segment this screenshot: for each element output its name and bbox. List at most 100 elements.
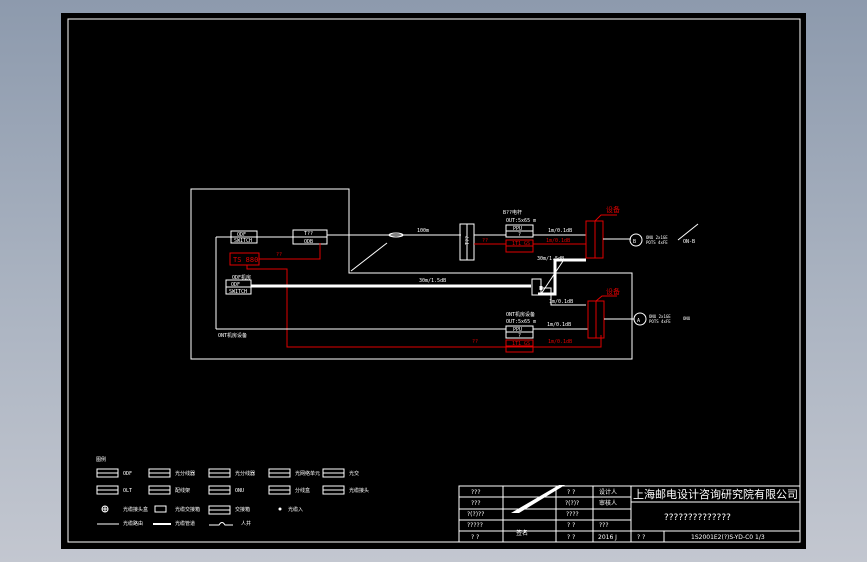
label-text: 人井 (241, 520, 251, 527)
legend-item: 交接箱 (208, 505, 250, 515)
label-text: 设备 (606, 205, 620, 214)
label-text: PPU (513, 226, 522, 232)
legend-item: 光交 (322, 468, 359, 478)
joint-box[interactable] (531, 278, 542, 296)
label-text: ? (518, 232, 521, 238)
label-text: T?? (465, 236, 471, 245)
label-text: 设备 (606, 287, 620, 296)
label-text: ONU 2x1GE (649, 314, 671, 319)
drawing-title: ?????????????? (664, 513, 731, 523)
legend-item: 光缆入 (278, 506, 303, 513)
drawing-sheet: ODF SWITCH T?? ODB 100m TS 880 ?? T?? ??… (61, 13, 806, 549)
label-text: 配线架 (175, 487, 190, 494)
lower-red-box[interactable]: 1T1 GS (505, 339, 534, 353)
label-text: ? ? (567, 534, 575, 541)
label-text: ? ? (471, 534, 479, 541)
red-route-lower (246, 265, 541, 348)
drawing-stroke (541, 287, 586, 306)
label-text: ??? (599, 522, 609, 529)
label-text: ODF机房 (232, 274, 251, 281)
upper-red-box[interactable]: 1T1 GS (505, 239, 534, 253)
left-node[interactable]: ODF SWITCH (230, 230, 258, 244)
drawing-stroke (629, 233, 643, 247)
drawing-stroke (540, 260, 564, 295)
label-text: 1m/0.1dB (546, 238, 570, 244)
label-text: ? ? (567, 522, 575, 529)
legend-item: 分线盒 (268, 485, 310, 495)
legend-item: 光缆接头盒 (101, 505, 148, 513)
label-text: 光缆接头 (349, 487, 369, 494)
drawing-stroke (278, 507, 282, 511)
legend-item: 光网络单元 (268, 468, 320, 478)
terminal-a[interactable]: A (633, 312, 647, 326)
drawing-number: 1S2001E2(?)S-YD-C0 1/3 (691, 534, 765, 541)
drawing-stroke (531, 278, 542, 296)
terminal-b[interactable]: B (629, 233, 643, 247)
drawing-stroke (594, 214, 617, 222)
label-text: ???? (566, 511, 579, 518)
lower-rack[interactable] (587, 300, 605, 339)
drawing-stroke (209, 522, 233, 526)
legend: 图例 ODF 光分线器 光分线器 光网络单元 光交 OLT 配线架 ONU 分线… (96, 456, 369, 527)
label-text: 审核人 (599, 499, 617, 507)
label-text: ONT机房设备 (506, 311, 535, 318)
splice-icon (388, 232, 404, 238)
drawing-stroke (458, 485, 801, 543)
label-text: ?? (482, 238, 488, 244)
label-text: ??? (471, 500, 481, 507)
label-text: 签名 (516, 529, 528, 537)
label-text: 光分线器 (175, 470, 195, 477)
label-text: ?(?)?? (467, 511, 484, 518)
legend-item: 配线架 (148, 485, 190, 495)
label-text: ODF (237, 232, 246, 238)
left-bottom-box[interactable]: ODF SWITCH (225, 279, 252, 295)
label-text: 100m (417, 228, 429, 234)
label-text: POTS 4xFE (646, 240, 668, 245)
splitter[interactable]: T?? (459, 223, 475, 261)
label-text: 光缆入 (288, 506, 303, 513)
region-outline (190, 188, 633, 360)
legend-item: OLT (96, 485, 132, 495)
drawing-stroke (533, 335, 602, 348)
label-text: ????? (467, 522, 483, 529)
legend-item: 光缆接头 (322, 485, 369, 495)
upper-ppu-box[interactable]: PPU ? (505, 224, 534, 238)
label-text: 光交 (349, 470, 359, 477)
sheet-border (67, 18, 801, 543)
label-text: SWITCH (234, 238, 252, 244)
label-text: ?? (276, 252, 282, 258)
label-text: TS 880 (233, 256, 258, 264)
label-text: 2016 J (598, 534, 617, 541)
label-text: 1T1 GS (512, 341, 530, 347)
label-text: ON-B (683, 239, 695, 245)
legend-item: 光分线器 (148, 468, 195, 478)
label-text: ONT机房设备 (218, 332, 247, 339)
label-text: ODB (304, 239, 313, 245)
label-text: ?(?)? (565, 500, 579, 507)
middle-box[interactable]: T?? ODB (292, 229, 328, 245)
label-text: T?? (304, 231, 313, 237)
label-text: 光网络单元 (295, 470, 320, 477)
company-name: 上海邮电设计咨询研究院有限公司 (633, 487, 798, 501)
label-text: B??电杆 (503, 209, 522, 216)
label-text: ONU (683, 316, 691, 321)
label-text: 光缆交接箱 (175, 506, 200, 513)
label-text: 光分线器 (235, 470, 255, 477)
title-block: ??? ??? ?(?)?? ????? ? ? ? ? ?(?)? ??? ? … (458, 485, 801, 543)
drawing-stroke (154, 505, 167, 513)
lower-ppu-box[interactable]: PPU ? (505, 325, 534, 339)
label-text: ??? (471, 489, 481, 496)
red-ts-box[interactable]: TS 880 (229, 252, 260, 266)
label-text: POTS 4xFE (649, 319, 671, 324)
drawing-stroke (538, 258, 586, 296)
label-text: 1m/0.1dB (549, 299, 573, 305)
label-text: 30m/1.5dB (537, 256, 564, 262)
upper-rack[interactable] (585, 220, 604, 259)
label-text: 图例 (96, 456, 106, 463)
label-text: OUT:5x65 m (506, 319, 536, 325)
legend-item: ONU (208, 485, 244, 495)
label-text: ? (518, 333, 521, 339)
label-text: 1m/0.1dB (548, 339, 572, 345)
label-text: 1m/0.1dB (548, 228, 572, 234)
label-text: B (633, 239, 636, 245)
